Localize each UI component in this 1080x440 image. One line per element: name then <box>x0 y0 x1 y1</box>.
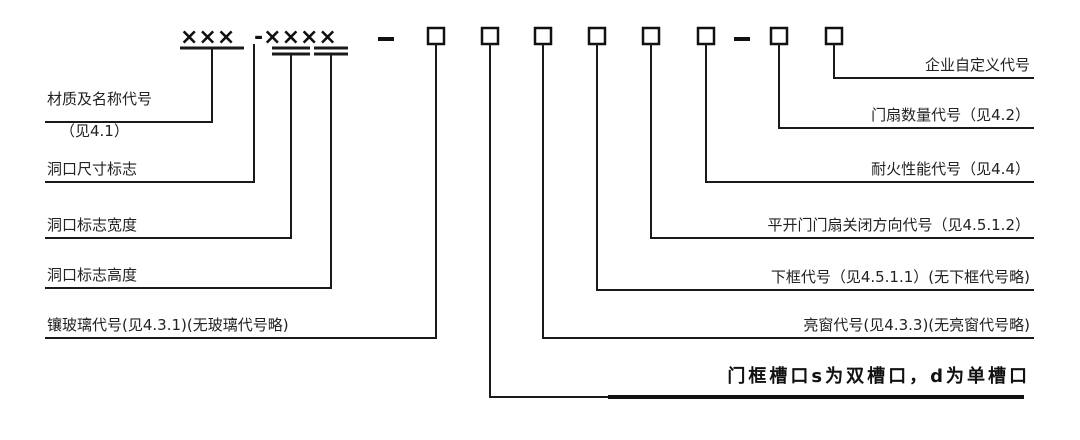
code-box-swing <box>641 26 661 46</box>
label-material-ref: （见4.1） <box>60 122 129 140</box>
label-opening-mark: 洞口尺寸标志 <box>47 160 137 178</box>
code-box-bottom-frame <box>587 26 607 46</box>
code-box-frame-groove <box>480 26 500 46</box>
label-material: 材质及名称代号 <box>47 90 152 108</box>
code-box-enterprise <box>824 26 844 46</box>
leader-transom <box>542 44 1034 339</box>
leader-glass <box>45 44 437 339</box>
code-box-fire <box>696 26 716 46</box>
code-size-marks: -×××× <box>254 25 337 50</box>
leader-frame-groove <box>489 44 608 398</box>
leader-opening-mark <box>45 44 255 183</box>
label-bottom-frame: 下框代号（见4.5.1.1）(无下框代号略) <box>771 268 1030 286</box>
leader-opening-width <box>45 54 292 239</box>
leader-bottom-frame <box>596 44 1034 291</box>
leader-fire <box>705 44 1034 183</box>
code-box-transom <box>533 26 553 46</box>
label-enterprise: 企业自定义代号 <box>925 56 1030 74</box>
label-opening-height: 洞口标志高度 <box>47 266 137 284</box>
label-frame-groove: 门框槽口s为双槽口，d为单槽口 <box>727 365 1030 387</box>
leader-leaf-count <box>778 44 1034 129</box>
code-box-leaf-count <box>769 26 789 46</box>
label-glass: 镶玻璃代号(见4.3.1)(无玻璃代号略) <box>47 316 289 334</box>
leader-swing <box>650 44 1034 239</box>
code-material-marks: ××× <box>180 25 235 50</box>
leader-enterprise <box>833 44 1034 79</box>
label-fire: 耐火性能代号（见4.4） <box>871 160 1030 178</box>
code-box-glass <box>426 26 446 46</box>
label-swing: 平开门门扇关闭方向代号（见4.5.1.2） <box>768 216 1030 234</box>
label-transom: 亮窗代号(见4.3.3)(无亮窗代号略) <box>803 316 1030 334</box>
label-opening-width: 洞口标志宽度 <box>47 216 137 234</box>
label-leaf-count: 门扇数量代号（见4.2） <box>871 106 1030 124</box>
leader-material <box>45 48 213 123</box>
leader-opening-height <box>45 54 332 289</box>
